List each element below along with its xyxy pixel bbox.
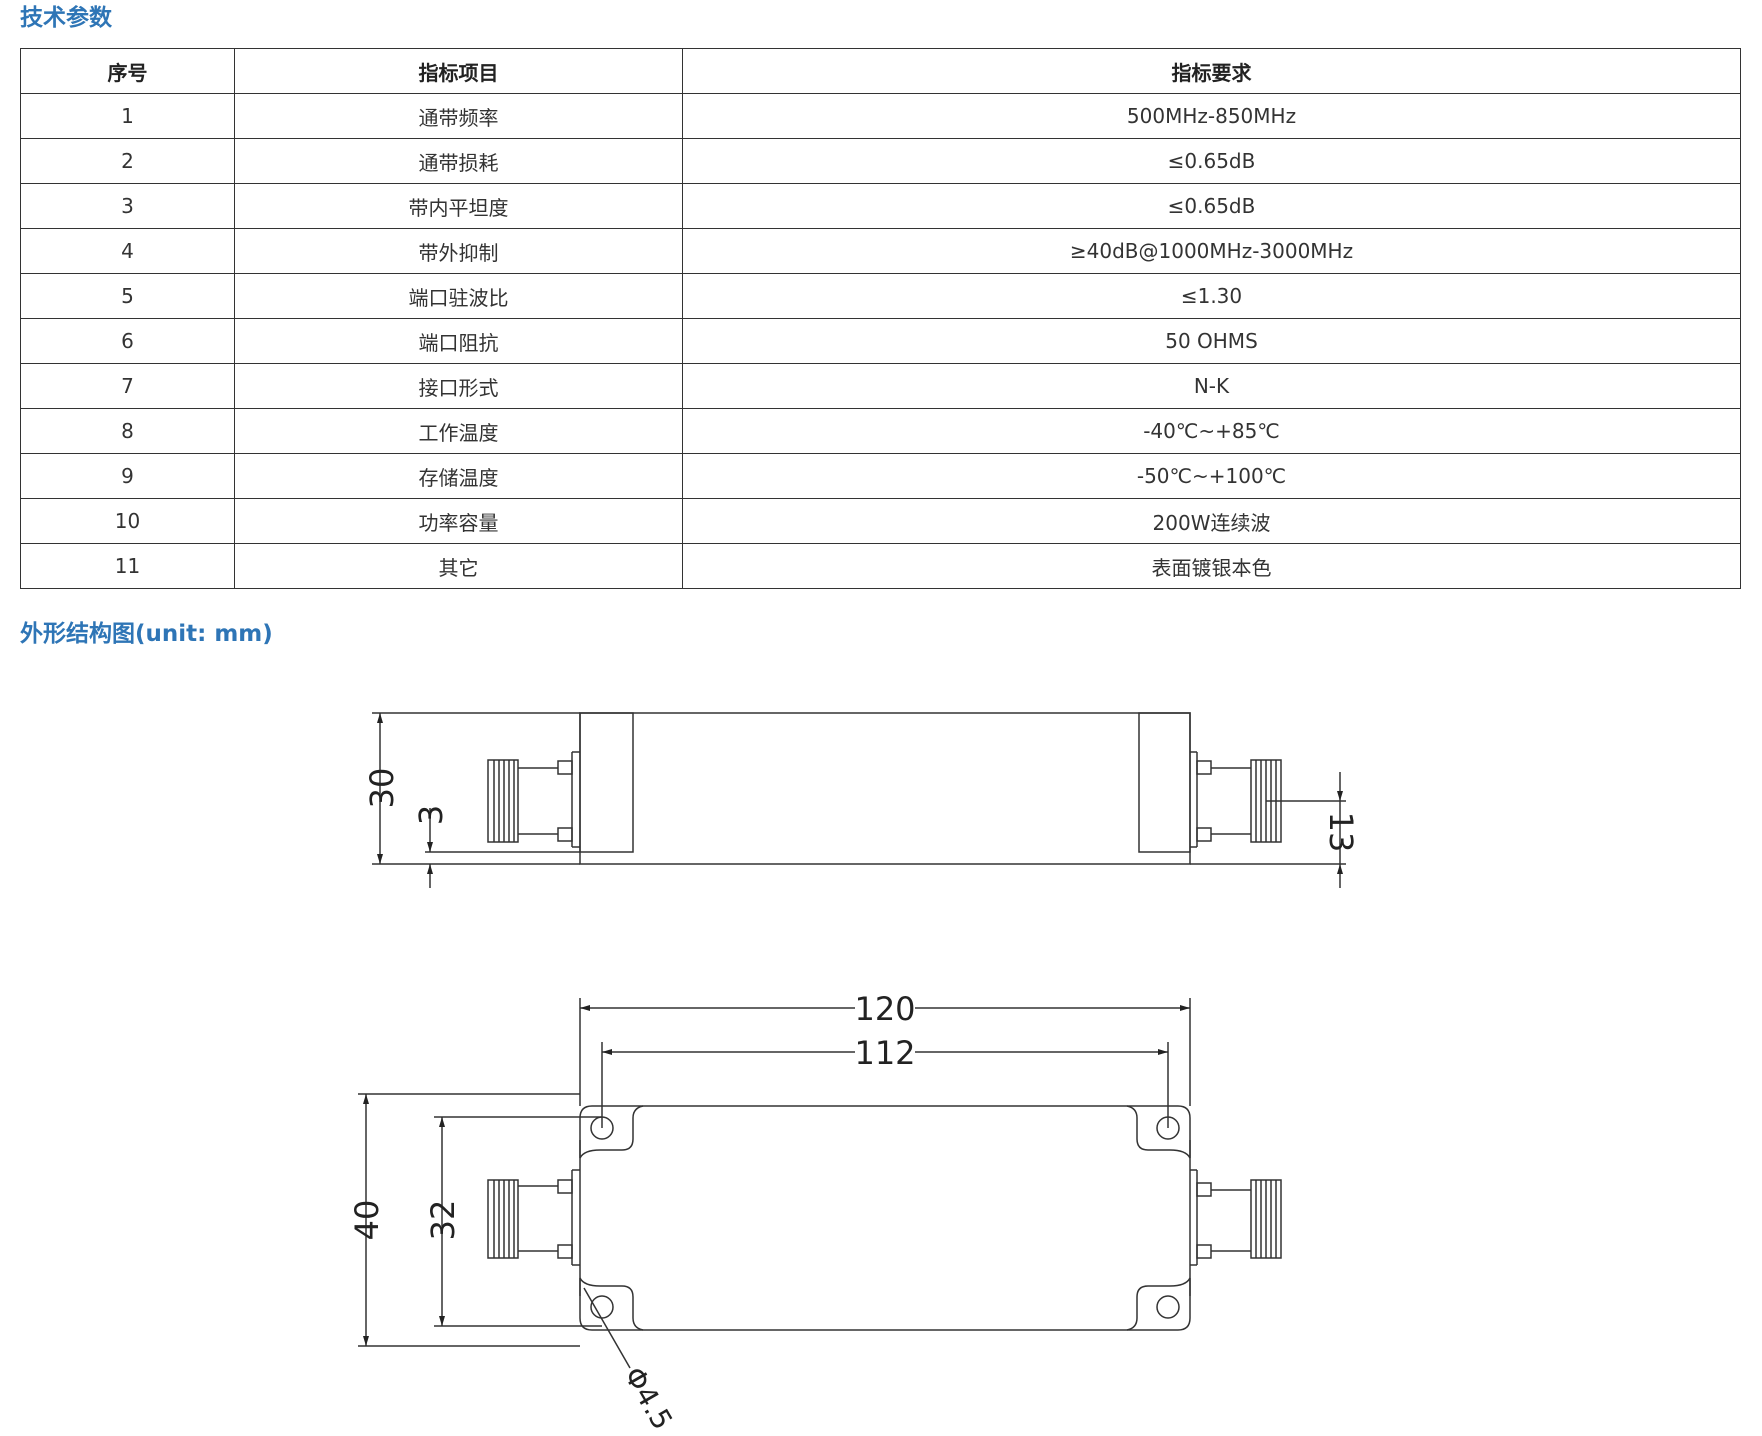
cell-item: 带内平坦度 bbox=[234, 183, 683, 229]
side-left-flange bbox=[579, 712, 634, 853]
cell-requirement: ≤0.65dB bbox=[682, 138, 1741, 184]
cell-item: 其它 bbox=[234, 543, 683, 589]
cell-requirement: -50℃~+100℃ bbox=[682, 453, 1741, 499]
dim-hole-span-32 bbox=[434, 1116, 602, 1327]
cell-index: 4 bbox=[20, 228, 235, 274]
cell-requirement: 50 OHMS bbox=[682, 318, 1741, 364]
top-right-connector bbox=[1190, 1169, 1282, 1266]
dim-offset-3 bbox=[425, 808, 580, 888]
cell-requirement: ≤0.65dB bbox=[682, 183, 1741, 229]
dim-label-13: 13 bbox=[1322, 812, 1360, 853]
cell-requirement: 表面镀银本色 bbox=[682, 543, 1741, 589]
dim-height-30 bbox=[372, 712, 580, 865]
side-view bbox=[372, 712, 1346, 888]
cell-index: 11 bbox=[20, 543, 235, 589]
dim-label-32: 32 bbox=[424, 1200, 462, 1241]
cell-requirement: ≥40dB@1000MHz-3000MHz bbox=[682, 228, 1741, 274]
cell-requirement: -40℃~+85℃ bbox=[682, 408, 1741, 454]
side-right-connector bbox=[1190, 751, 1282, 848]
cell-item: 带外抑制 bbox=[234, 228, 683, 274]
header-requirement: 指标要求 bbox=[682, 48, 1741, 94]
table-header-row: 序号 指标项目 指标要求 bbox=[20, 48, 1741, 94]
dim-label-30: 30 bbox=[363, 768, 401, 809]
top-view bbox=[358, 998, 1282, 1369]
side-body-outline bbox=[579, 712, 1191, 865]
cell-requirement: ≤1.30 bbox=[682, 273, 1741, 319]
cell-index: 10 bbox=[20, 498, 235, 544]
cell-item: 通带损耗 bbox=[234, 138, 683, 184]
side-right-flange bbox=[1138, 712, 1191, 853]
section-title-drawing: 外形结构图(unit: mm) bbox=[20, 621, 273, 647]
dim-label-120: 120 bbox=[854, 990, 915, 1028]
top-left-connector bbox=[487, 1169, 580, 1266]
dim-connector-13 bbox=[1190, 772, 1346, 888]
cell-index: 6 bbox=[20, 318, 235, 364]
cell-item: 端口驻波比 bbox=[234, 273, 683, 319]
section-title-params: 技术参数 bbox=[20, 5, 112, 31]
dim-hole-leader bbox=[583, 1287, 631, 1369]
dim-hole-span-112 bbox=[601, 1042, 1169, 1128]
dim-label-hole-dia: Φ4.5 bbox=[617, 1361, 679, 1435]
dim-width-40 bbox=[358, 1093, 580, 1347]
corner-ear-top-right bbox=[1126, 1105, 1191, 1159]
top-body-outline bbox=[579, 1105, 1191, 1331]
dim-length-120 bbox=[579, 998, 1191, 1106]
header-index: 序号 bbox=[20, 48, 235, 94]
corner-ear-bottom-left bbox=[579, 1277, 644, 1331]
side-left-connector bbox=[487, 751, 580, 848]
corner-ear-bottom-right bbox=[1126, 1277, 1191, 1331]
corner-ear-top-left bbox=[579, 1105, 644, 1159]
dim-label-3: 3 bbox=[412, 805, 450, 825]
dim-label-112: 112 bbox=[854, 1034, 915, 1072]
cell-index: 5 bbox=[20, 273, 235, 319]
mount-hole-bottom-right bbox=[1156, 1295, 1180, 1319]
header-item: 指标项目 bbox=[234, 48, 683, 94]
dim-label-40: 40 bbox=[348, 1200, 386, 1241]
cell-index: 3 bbox=[20, 183, 235, 229]
cell-requirement: N-K bbox=[682, 363, 1741, 409]
